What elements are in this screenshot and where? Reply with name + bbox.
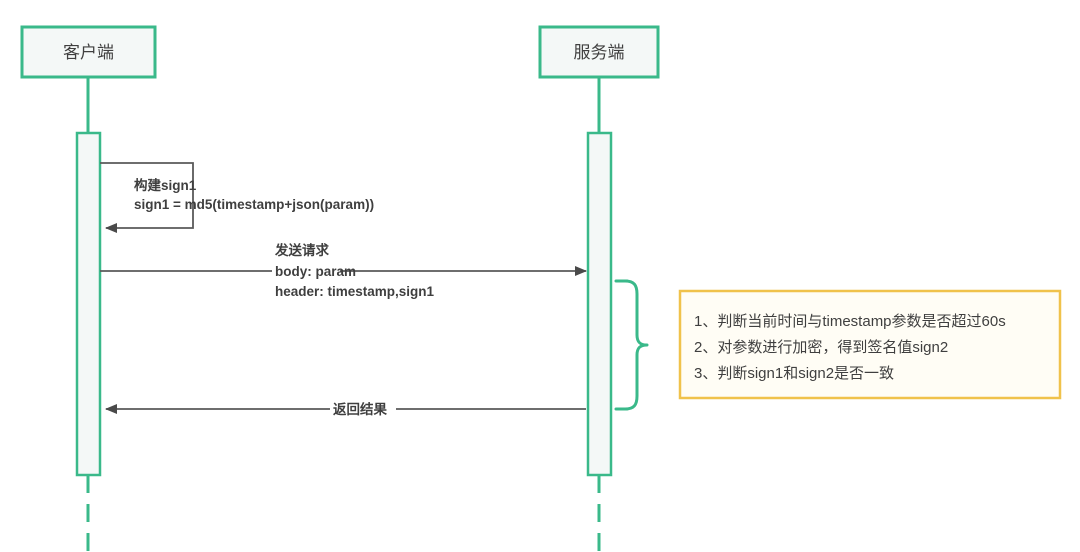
message-return-result[interactable]: 返回结果	[105, 399, 586, 417]
participant-server-label: 服务端	[574, 43, 625, 62]
message-return-result-label: 返回结果	[333, 401, 387, 417]
message-send-request-label-2-backdrop	[272, 262, 340, 280]
note-server-verify-line-2: 2、对参数进行加密，得到签名值sign2	[694, 339, 948, 356]
message-self-build-sign[interactable]: 构建sign1 sign1 = md5(timestamp+json(param…	[100, 162, 374, 233]
message-self-build-sign-label-1: 构建sign1	[134, 177, 197, 193]
note-brace-connector	[623, 279, 649, 411]
message-send-request-label-3: header: timestamp,sign1	[275, 284, 435, 299]
message-send-request-label-1: 发送请求	[274, 242, 329, 258]
message-send-request[interactable]: 发送请求 body: param header: timestamp,sign1	[100, 242, 587, 299]
participant-client[interactable]: 客户端	[20, 25, 157, 79]
message-self-build-sign-path	[100, 162, 194, 233]
note-server-verify[interactable]: 1、判断当前时间与timestamp参数是否超过60s 2、对参数进行加密，得到…	[678, 289, 1062, 400]
message-self-build-sign-label-2: sign1 = md5(timestamp+json(param))	[134, 197, 374, 212]
note-server-verify-line-3: 3、判断sign1和sign2是否一致	[694, 365, 894, 382]
note-server-verify-line-1: 1、判断当前时间与timestamp参数是否超过60s	[694, 313, 1006, 330]
participant-client-label: 客户端	[63, 43, 114, 62]
activation-bar-client	[75, 131, 102, 477]
activation-bar-server	[586, 131, 613, 477]
participant-server-box	[538, 25, 660, 79]
message-return-result-label-backdrop	[330, 399, 396, 417]
note-server-verify-box	[678, 289, 1062, 400]
participant-client-box	[20, 25, 157, 79]
participant-server[interactable]: 服务端	[538, 25, 660, 79]
message-send-request-label-2: body: param	[275, 264, 356, 279]
